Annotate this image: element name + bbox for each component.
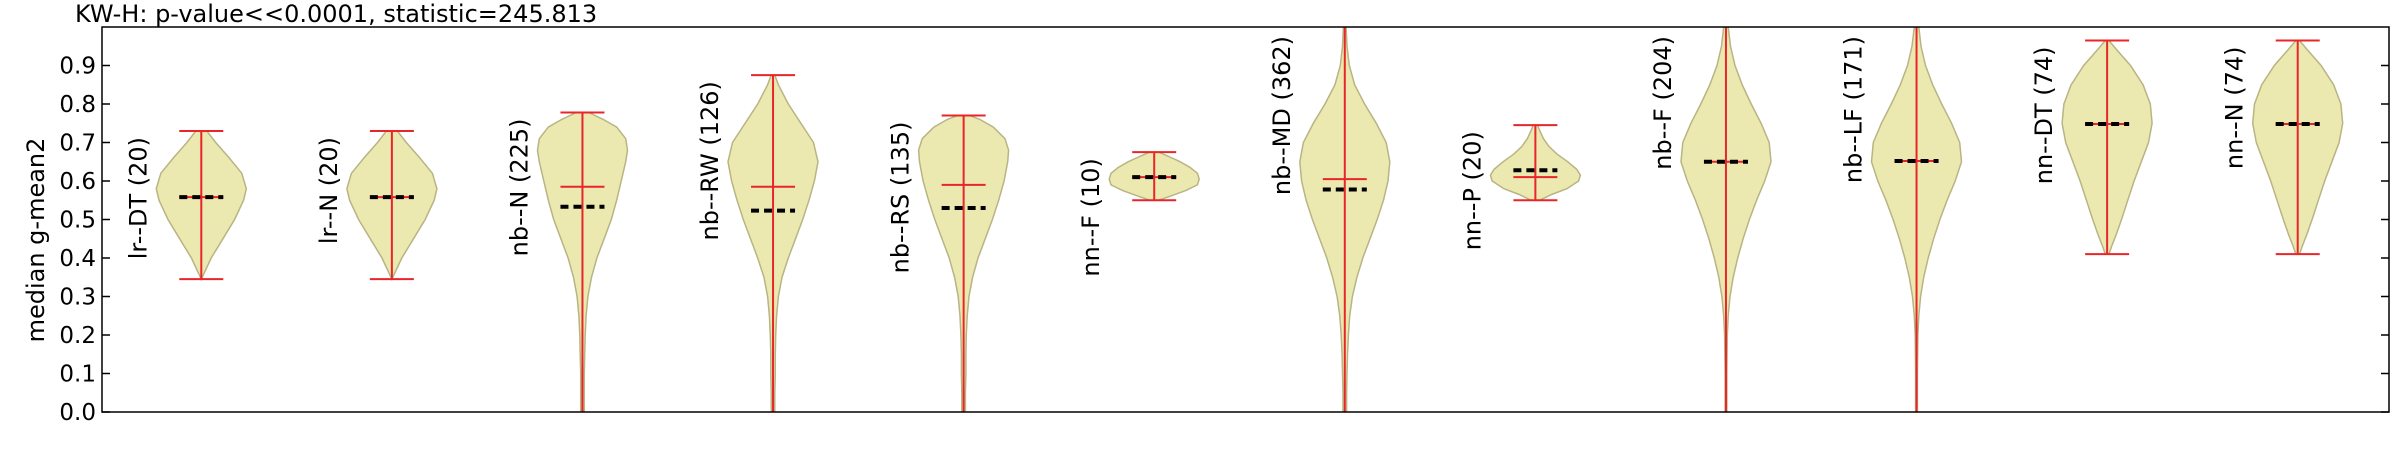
y-tick-label: 0.2 (59, 323, 96, 349)
violin-item: nb--RS (135) (887, 114, 1010, 412)
y-tick-label: 0.0 (59, 400, 96, 426)
chart-title: KW-H: p-value<<0.0001, statistic=245.813 (75, 0, 597, 28)
violin-label: nb--F (204) (1649, 36, 1677, 170)
violin-item: nb--RW (126) (696, 74, 819, 412)
violin-label: lr--DT (20) (124, 137, 152, 259)
violin-group: lr--DT (20) lr--N (20) nb--N (225) nb--RW (… (124, 27, 2344, 412)
y-tick-label: 0.7 (59, 131, 96, 157)
y-axis-ticks: 0.0 0.1 0.2 0.3 0.4 0.5 0.6 0.7 0.8 0.9 (59, 54, 2389, 426)
y-tick-label: 0.6 (59, 169, 96, 195)
violin-item: nn--P (20) (1458, 124, 1582, 250)
violin-label: nb--MD (362) (1268, 36, 1296, 195)
violin-item: nn--DT (74) (2030, 39, 2153, 256)
violin-item: nb--N (225) (505, 111, 629, 412)
y-tick-label: 0.1 (59, 362, 96, 388)
y-tick-label: 0.9 (59, 54, 96, 80)
violin-label: lr--N (20) (315, 137, 343, 244)
violin-item: nb--LF (171) (1840, 27, 1963, 412)
violin-label: nn--N (74) (2221, 46, 2249, 169)
violin-label: nb--RS (135) (887, 122, 915, 274)
violin-label: nb--N (225) (505, 118, 533, 256)
violin-item: nn--F (10) (1077, 151, 1200, 277)
violin-label: nn--F (10) (1077, 158, 1105, 276)
plot-area-frame (101, 26, 2390, 413)
violin-label: nn--P (20) (1458, 131, 1486, 250)
violin-item: nn--N (74) (2221, 39, 2344, 256)
y-axis-label: median g-mean2 (22, 138, 50, 343)
violin-label: nn--DT (74) (2030, 46, 2058, 184)
violin-label: nb--LF (171) (1840, 36, 1868, 183)
y-tick-label: 0.8 (59, 92, 96, 118)
violin-item: nb--MD (362) (1268, 27, 1391, 412)
y-tick-label: 0.4 (59, 246, 96, 272)
violin-label: nb--RW (126) (696, 81, 724, 240)
violin-item: nb--F (204) (1649, 27, 1772, 412)
violin-item: lr--DT (20) (124, 129, 248, 281)
y-tick-label: 0.3 (59, 285, 96, 311)
y-tick-label: 0.5 (59, 208, 96, 234)
violin-item: lr--N (20) (315, 129, 438, 281)
